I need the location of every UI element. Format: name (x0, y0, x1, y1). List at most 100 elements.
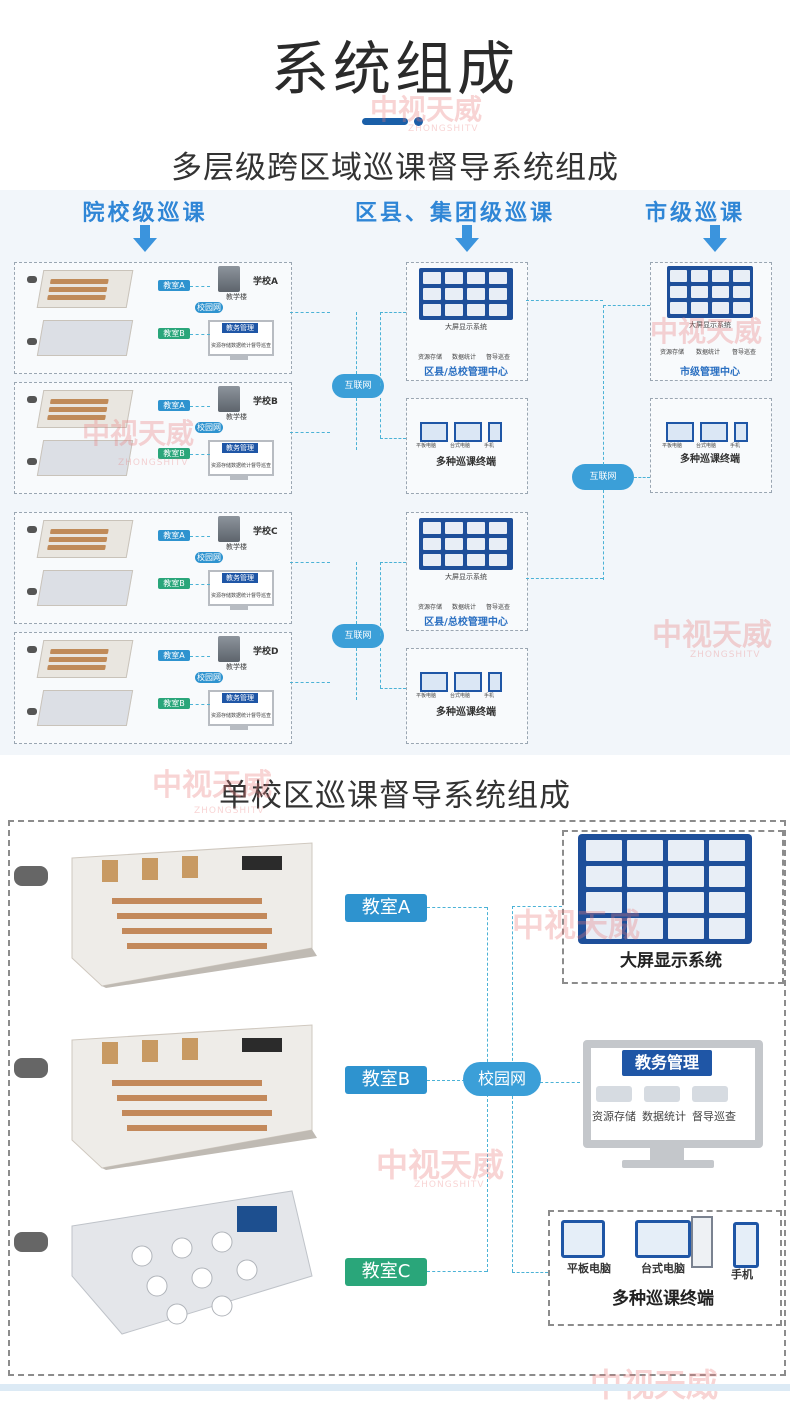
link-line (380, 648, 381, 688)
link-line (380, 398, 381, 438)
video-tile (586, 866, 622, 887)
video-tile (691, 302, 708, 314)
watermark-logo-text: 中视天威 (652, 618, 772, 653)
mgmt-item-label: 数据统计 (642, 1110, 686, 1123)
video-tile (467, 288, 485, 300)
single-screen-label: 大屏显示系统 (620, 951, 722, 971)
single-room-b-tag: 教室B (345, 1066, 427, 1094)
video-tile (423, 554, 441, 566)
video-tile (712, 286, 729, 298)
classroom-b-image (71, 1024, 317, 1170)
watermark-logo-text: 中视天威 (370, 93, 483, 126)
video-tile (733, 302, 750, 314)
video-tile (467, 272, 485, 284)
link-line (356, 398, 357, 450)
device-label: 台式电脑 (696, 443, 717, 449)
link-line (487, 1094, 488, 1272)
link-line (526, 300, 603, 301)
video-tile (668, 866, 704, 887)
link-line (603, 305, 650, 306)
video-tile (423, 304, 441, 316)
link-line (356, 648, 357, 700)
link-line (380, 688, 406, 689)
link-line (634, 477, 650, 478)
pc-tower-icon (691, 1216, 713, 1268)
mgmt-item-label: 数据统计 (231, 463, 252, 469)
watermark-logo-text: 中视天威 (512, 906, 641, 944)
video-tile (627, 840, 663, 861)
district-item-label: 数据统计 (452, 354, 477, 361)
phone-icon (733, 1222, 759, 1268)
mgmt-item-label: 数据统计 (231, 713, 252, 719)
video-tile (670, 270, 687, 282)
link-line (356, 312, 357, 374)
video-tile (423, 272, 441, 284)
city-item-label: 资源存储 (660, 349, 685, 356)
camera-icon (27, 396, 37, 403)
tablet-icon (420, 422, 448, 442)
camera-icon (27, 588, 37, 595)
video-tile (445, 288, 463, 300)
mgmt-item-label: 资源存储 (211, 593, 232, 599)
video-tile (489, 554, 507, 566)
mgmt-item-label: 资源存储 (211, 463, 232, 469)
video-tile (467, 304, 485, 316)
device-label: 手机 (731, 1268, 753, 1281)
building-label: 教学楼 (226, 413, 247, 421)
classroom-thumbnail (36, 270, 134, 308)
video-tile (712, 302, 729, 314)
campus-net-cloud: 校园网 (195, 302, 223, 313)
column-school-heading: 院校级巡课 (82, 201, 208, 226)
device-label: 台式电脑 (450, 443, 471, 449)
link-line (380, 562, 406, 563)
district-item-label: 数据统计 (452, 604, 477, 611)
monitor-stand (230, 606, 248, 610)
district-terminal-box (406, 398, 528, 494)
school-name: 学校A (253, 277, 278, 287)
server-icon (218, 266, 240, 292)
mgmt-item-label: 督导巡查 (251, 713, 272, 719)
link-line (290, 312, 330, 313)
device-label: 手机 (484, 443, 495, 449)
link-line (190, 286, 210, 287)
video-tile (489, 272, 507, 284)
city-internet-cloud: 互联网 (572, 464, 634, 490)
video-tile (627, 918, 663, 939)
mgmt-item-label: 督导巡查 (251, 463, 272, 469)
city-item-label: 数据统计 (696, 349, 721, 356)
single-campus-frame (8, 820, 786, 1376)
link-line (290, 682, 330, 683)
video-tile (709, 892, 745, 913)
video-tile (467, 538, 485, 550)
building-label: 教学楼 (226, 293, 247, 301)
district-terminal-label: 多种巡课终端 (436, 457, 496, 468)
link-line (526, 578, 603, 579)
room-b-tag: 教室B (158, 328, 190, 339)
inspection-icon (692, 1086, 728, 1102)
single-screen-box (562, 830, 784, 984)
video-tile (668, 918, 704, 939)
city-down-arrow-icon (703, 225, 727, 252)
district-screen-label: 大屏显示系统 (445, 573, 487, 581)
mgmt-title: 教务管理 (222, 323, 258, 333)
campus-net-cloud: 校园网 (195, 422, 223, 433)
single-terminal-box (548, 1210, 782, 1326)
single-video-wall (578, 834, 752, 944)
link-line (190, 334, 210, 335)
city-item-label: 督导巡查 (732, 349, 757, 356)
watermark-logo-text: 中视天威 (376, 1146, 505, 1184)
camera-icon (14, 866, 48, 886)
device-label: 手机 (484, 693, 495, 699)
watermark-logo-subtext: ZHONGSHITV (194, 806, 265, 816)
building-label: 教学楼 (226, 663, 247, 671)
video-tile (709, 866, 745, 887)
link-line (290, 432, 330, 433)
video-tile (423, 288, 441, 300)
video-tile (733, 270, 750, 282)
district-screen-label: 大屏显示系统 (445, 323, 487, 331)
server-icon (218, 516, 240, 542)
school-name: 学校B (253, 397, 278, 407)
single-room-a-tag: 教室A (345, 894, 427, 922)
page-title: 系统组成 (270, 35, 519, 103)
video-tile (445, 272, 463, 284)
